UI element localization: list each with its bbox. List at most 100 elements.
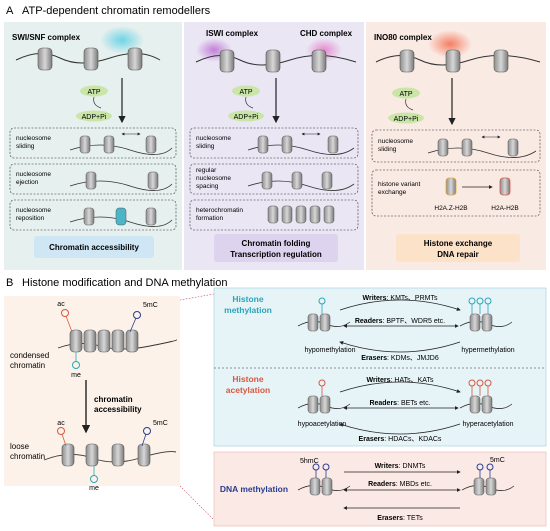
col3-atp-curve: [405, 98, 414, 111]
ac-readers-value: : BETs etc.: [397, 400, 431, 407]
meth-readers-label: Readers: [355, 318, 383, 325]
acetylation-title-1: Histone: [232, 374, 263, 384]
panel-b-letter: B: [6, 277, 13, 289]
col1-atp-curve: [93, 96, 102, 109]
panel-b-title: Histone modification and DNA methylation: [22, 277, 227, 289]
meth-writer-arrow: [339, 299, 461, 311]
col2-chromatin-fiber: [195, 49, 357, 73]
dna-writers-label: Writers: [375, 463, 399, 470]
meth-writers-value: : KMTs、PRMTs: [387, 295, 438, 302]
col2-atp-curve: [245, 96, 254, 109]
col1-chromatin-fiber: [15, 47, 161, 71]
accessibility-label-2: accessibility: [94, 405, 142, 414]
col3-outcome-line2: DNA repair: [437, 250, 479, 259]
dna-readers-label: Readers: [368, 481, 396, 488]
methylation-title-2: methylation: [224, 305, 272, 315]
ac-label-top: ac: [57, 301, 65, 308]
ac-readers-label: Readers: [369, 400, 397, 407]
col1-atp-label: ATP: [87, 89, 100, 96]
swisnf-complex-blob: [100, 26, 144, 54]
methylation-title-1: Histone: [232, 294, 263, 304]
5mc-label-bottom: 5mC: [153, 420, 168, 427]
ac-erasers-label: Erasers: [359, 436, 385, 443]
dna-writers-value: : DNMTs: [399, 463, 426, 470]
hypermethylation-label: hypermethylation: [461, 347, 514, 354]
ac-erasers-value: : HDACs、KDACs: [384, 436, 442, 443]
swisnf-complex-label: SWI/SNF complex: [12, 33, 81, 42]
col1-adp-pill: [76, 110, 112, 122]
iswi-complex-label: ISWI complex: [206, 29, 259, 38]
dna-readers-value: : MBDs etc.: [396, 481, 432, 488]
col2-outcome-box: [214, 234, 338, 262]
hypoacetylation-label: hypoacetylation: [298, 421, 347, 428]
meth-readers: Readers: BPTF、WDR5 etc.: [355, 318, 445, 325]
hyperacetylation-label: hyperacetylation: [463, 421, 514, 428]
dna-writers: Writers: DNMTs: [375, 463, 426, 470]
col2-atp-pill: [232, 85, 260, 97]
hyperacetylation-nucleosome: [459, 379, 513, 414]
me-label-bottom: me: [89, 485, 99, 492]
col3-outcome-line1: Histone exchange: [424, 239, 493, 248]
panel-a-letter: A: [6, 5, 14, 17]
ac-readers: Readers: BETs etc.: [369, 400, 430, 407]
col3-atp-label: ATP: [399, 91, 412, 98]
col2-outcome-line1: Chromatin folding: [242, 239, 311, 248]
ac-writers-value: : HATs、KATs: [391, 377, 434, 384]
col3-chromatin-fiber: [375, 49, 541, 73]
ac-erasers: Erasers: HDACs、KDACs: [359, 436, 442, 443]
dna-methylation-title: DNA methylation: [220, 484, 288, 494]
ac-writers-label: Writers: [367, 377, 391, 384]
loose-label-1: loose: [10, 442, 30, 451]
ac-writers: Writers: HATs、KATs: [367, 377, 434, 384]
accessibility-label-1: chromatin: [94, 395, 133, 404]
col3-adp-pill: [388, 112, 424, 124]
dna-erasers-value: : TETs: [403, 515, 423, 522]
hypomethylation-label: hypomethylation: [305, 347, 356, 354]
5mc-label-top: 5mC: [143, 302, 158, 309]
connector-top: [179, 293, 215, 301]
acetylation-title-2: acetylation: [226, 385, 270, 395]
col3-outcome-box: [396, 234, 520, 262]
col1-adp-label: ADP+Pi: [82, 114, 107, 121]
col1-outcome-box: [34, 236, 154, 258]
hypermethylation-nucleosome: [459, 297, 513, 332]
meth-erasers-value: : KDMs、JMJD6: [387, 355, 439, 362]
ac-writer-arrow: [339, 381, 461, 393]
col1-atp-pill: [80, 85, 108, 97]
ino80-complex-blob: [428, 30, 472, 58]
col2-atp-label: ATP: [239, 89, 252, 96]
dna-readers: Readers: MBDs etc.: [368, 481, 432, 488]
meth-eraser-arrow: [339, 341, 461, 353]
connector-bottom: [179, 485, 215, 521]
col1-outcome-label: Chromatin accessibility: [49, 243, 139, 252]
meth-erasers-label: Erasers: [361, 355, 387, 362]
me-label-top: me: [71, 372, 81, 379]
meth-writers-label: Writers: [363, 295, 387, 302]
hypomethylation-nucleosome: [297, 297, 351, 332]
loose-chromatin-figure: [43, 427, 177, 483]
dna-erasers: Erasers: TETs: [377, 515, 423, 522]
ac-eraser-arrow: [339, 423, 461, 435]
h2a-h2b-label: H2A-H2B: [491, 205, 518, 212]
condensed-label-1: condensed: [10, 351, 49, 360]
col2-adp-label: ADP+Pi: [234, 114, 259, 121]
condensed-label-2: chromatin: [10, 361, 45, 370]
condensed-chromatin-figure: [57, 309, 177, 369]
meth-writers: Writers: KMTs、PRMTs: [363, 295, 438, 302]
dna-right-nucleosome: [461, 463, 515, 496]
h2az-h2b-label: H2A.Z-H2B: [434, 205, 467, 212]
